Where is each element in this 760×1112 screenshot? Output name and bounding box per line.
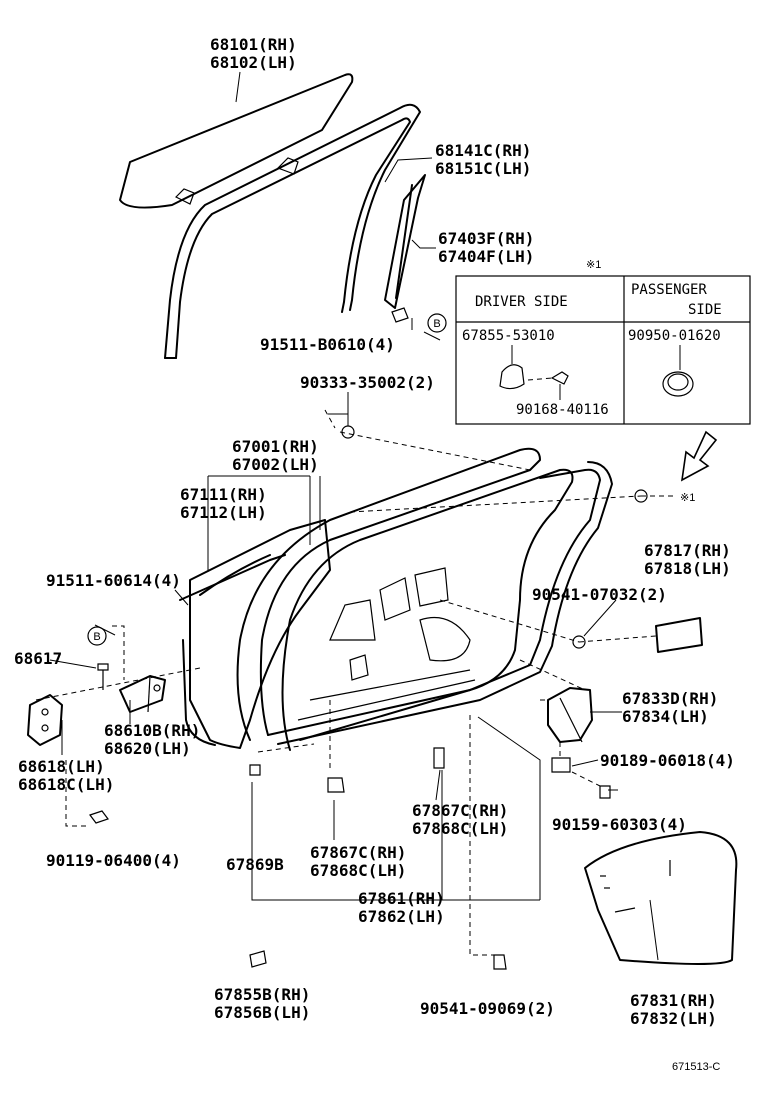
table-driver-screw: 90168-40116 bbox=[516, 402, 609, 418]
table-driver-part: 67855-53010 bbox=[462, 328, 555, 344]
reference-arrow bbox=[680, 430, 718, 482]
label-run-rh: 68141C(RH) bbox=[435, 141, 531, 160]
callout-b-lower: B bbox=[87, 626, 107, 646]
door-glass bbox=[119, 73, 354, 209]
label-pillar-rh: 67403F(RH) bbox=[438, 229, 534, 248]
table-passenger-header-line1: PASSENGER bbox=[631, 282, 707, 298]
driver-side-grommet-icon bbox=[499, 345, 569, 400]
label-wst-c-rh: 67867C(RH) bbox=[310, 843, 406, 862]
door-weatherstrip bbox=[236, 447, 613, 745]
label-plug-rh: 67817(RH) bbox=[644, 541, 731, 560]
label-check-lh: 67834(LH) bbox=[622, 707, 709, 726]
table-driver-header: DRIVER SIDE bbox=[475, 294, 568, 310]
door-hinge-upper bbox=[97, 663, 166, 713]
label-clip-90333: 90333-35002(2) bbox=[300, 373, 435, 392]
reference-arrow-note: ※1 bbox=[680, 492, 695, 504]
table-passenger-part: 90950-01620 bbox=[628, 328, 721, 344]
label-seal-rh: 67855B(RH) bbox=[214, 985, 310, 1004]
label-cover-rh: 67831(RH) bbox=[630, 991, 717, 1010]
label-glass-lh: 68102(LH) bbox=[210, 53, 297, 72]
label-door-lh: 67002(LH) bbox=[232, 455, 319, 474]
drawing-code: 671513-C bbox=[672, 1061, 720, 1073]
door-hinge-lower bbox=[27, 694, 109, 824]
label-bolt-06018: 90189-06018(4) bbox=[600, 751, 735, 770]
label-bolt-60303: 90159-60303(4) bbox=[552, 815, 687, 834]
label-screw-60614: 91511-60614(4) bbox=[46, 571, 181, 590]
label-cover-lh: 67832(LH) bbox=[630, 1009, 717, 1028]
label-clip-07032: 90541-07032(2) bbox=[532, 585, 667, 604]
label-seal-lh: 67856B(LH) bbox=[214, 1003, 310, 1022]
table-passenger-header-line2: SIDE bbox=[688, 302, 722, 318]
label-hinge-rh: 68610B(RH) bbox=[104, 721, 200, 740]
label-check-rh: 67833D(RH) bbox=[622, 689, 718, 708]
label-wst-b-rh: 67867C(RH) bbox=[412, 801, 508, 820]
leader-lines bbox=[49, 71, 659, 961]
label-plug-lh: 67818(LH) bbox=[644, 559, 731, 578]
label-panel-rh: 67111(RH) bbox=[180, 485, 267, 504]
label-run-lh: 68151C(LH) bbox=[435, 159, 531, 178]
side-specific-parts-table: DRIVER SIDE PASSENGER SIDE 67855-53010 9… bbox=[455, 275, 751, 425]
label-wst-c-lh: 67868C(LH) bbox=[310, 861, 406, 880]
label-hinge2-c: 68618C(LH) bbox=[18, 775, 114, 794]
label-bolt-06400: 90119-06400(4) bbox=[46, 851, 181, 870]
label-panel-lh: 67112(LH) bbox=[180, 503, 267, 522]
label-door-rh: 67001(RH) bbox=[232, 437, 319, 456]
label-clip-09069: 90541-09069(2) bbox=[420, 999, 555, 1018]
assembly-lines bbox=[35, 409, 676, 956]
pillar-garnish bbox=[384, 174, 426, 323]
label-glass-rh: 68101(RH) bbox=[210, 35, 297, 54]
label-hinge-lh: 68620(LH) bbox=[104, 739, 191, 758]
label-hinge2-lh: 68618(LH) bbox=[18, 757, 105, 776]
label-68617: 68617 bbox=[14, 649, 62, 668]
door-check bbox=[547, 687, 611, 799]
svg-text:B: B bbox=[93, 631, 100, 643]
label-wst-b-lh: 67868C(LH) bbox=[412, 819, 508, 838]
door-shell bbox=[179, 519, 331, 749]
label-weather-rh: 67861(RH) bbox=[358, 889, 445, 908]
table-reference-note: ※1 bbox=[586, 259, 601, 271]
service-hole-cover bbox=[584, 831, 738, 965]
label-pillar-lh: 67404F(LH) bbox=[438, 247, 534, 266]
plug bbox=[655, 617, 703, 653]
svg-text:B: B bbox=[433, 318, 440, 330]
part-labels: 68101(RH) 68102(LH) 68141C(RH) 68151C(LH… bbox=[14, 35, 735, 1073]
label-weather-lh: 67862(LH) bbox=[358, 907, 445, 926]
door-inner-panel bbox=[281, 468, 574, 751]
label-67869b: 67869B bbox=[226, 855, 284, 874]
label-screw-b: 91511-B0610(4) bbox=[260, 335, 395, 354]
glass-run bbox=[164, 103, 421, 359]
callout-b-upper: B bbox=[427, 313, 447, 333]
passenger-side-plug-icon bbox=[662, 345, 694, 397]
